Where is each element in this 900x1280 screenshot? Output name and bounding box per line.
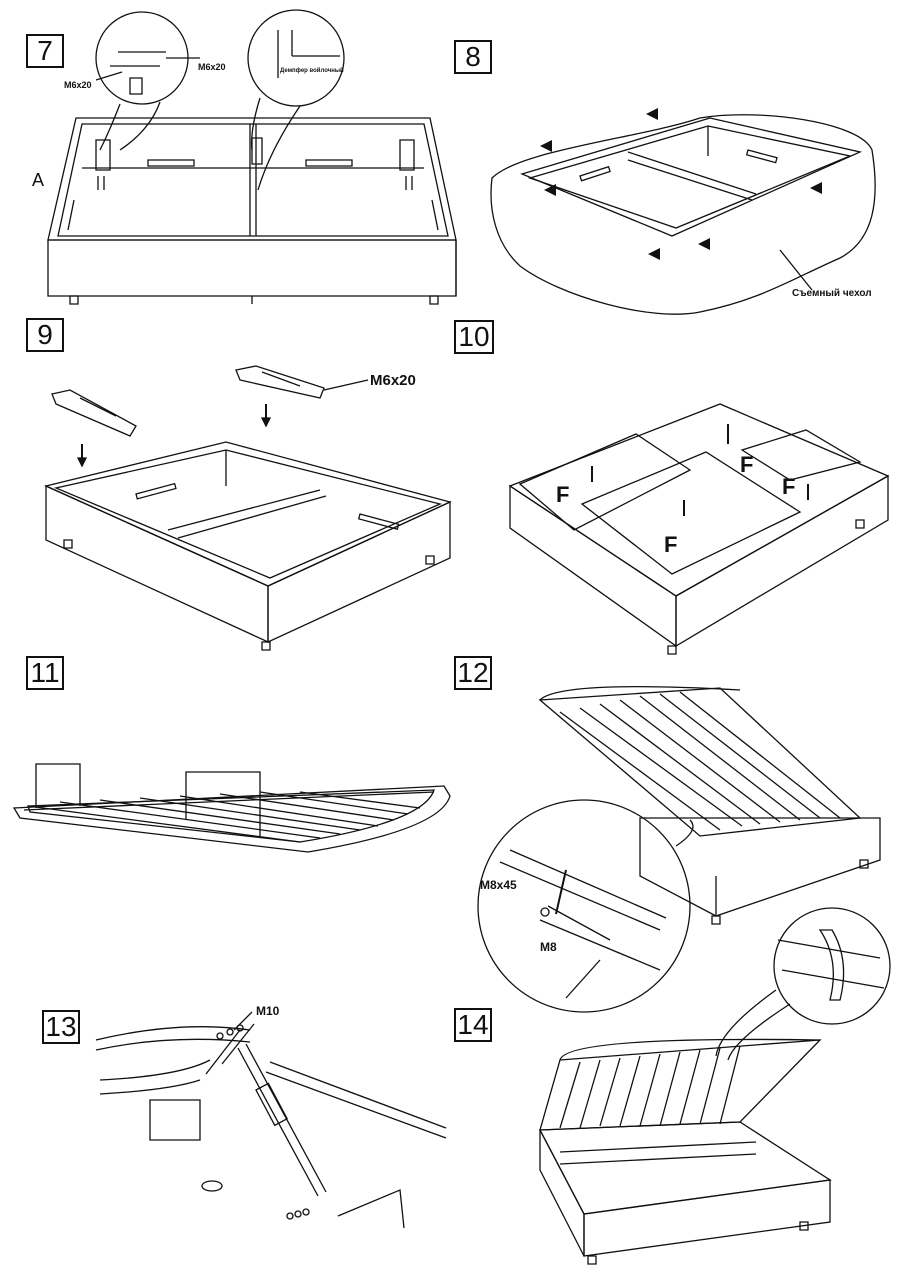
step7-callout-left [96,12,200,150]
panel-label-f-4: F [664,532,678,557]
nut-label-m8: M8 [540,940,557,954]
step-number-12: 12 [454,656,492,690]
step-number-14: 14 [454,1008,492,1042]
bolt-label-m10: M10 [256,1004,280,1018]
step7-callout-right [248,10,344,190]
bolt-label-m6x20-left: M6x20 [64,80,92,90]
step-number-8: 8 [454,40,492,74]
assembly-arrows [540,108,822,260]
step9-lift-mechanism-left [52,390,136,466]
step-number-9: 9 [26,318,64,352]
step-number-11: 11 [26,656,64,690]
step7-bed-frame [48,118,456,304]
step11-slatted-base [14,764,450,852]
step9-lift-mechanism-right [236,366,368,426]
bolt-label-m6x20-top: M6x20 [198,62,226,72]
damper-label: Демпфер войлочный [280,68,344,74]
step14-callout [716,908,890,1060]
panel-label-f-2: F [556,482,570,507]
bolt-label-m6x20: M6x20 [370,372,416,389]
step10-panels [520,424,860,574]
step12-open-bed [540,687,880,924]
step-number-13: 13 [42,1010,80,1044]
panel-label-f-1: F [740,452,754,477]
step-number-7: 7 [26,34,64,68]
step8-bed-with-cover [491,115,875,314]
step9-bed-frame [46,442,450,650]
label-a: A [32,170,45,190]
panel-label-f-3: F [782,474,796,499]
step14-open-bed [540,1039,830,1264]
step-number-10: 10 [454,320,494,354]
step10-bed-frame [510,404,888,654]
bolt-label-m8x45: M8x45 [480,878,517,892]
step12-callout [478,800,693,1012]
removable-cover-label: Съемный чехол [792,288,872,299]
step13-mechanism-detail [96,1012,446,1228]
